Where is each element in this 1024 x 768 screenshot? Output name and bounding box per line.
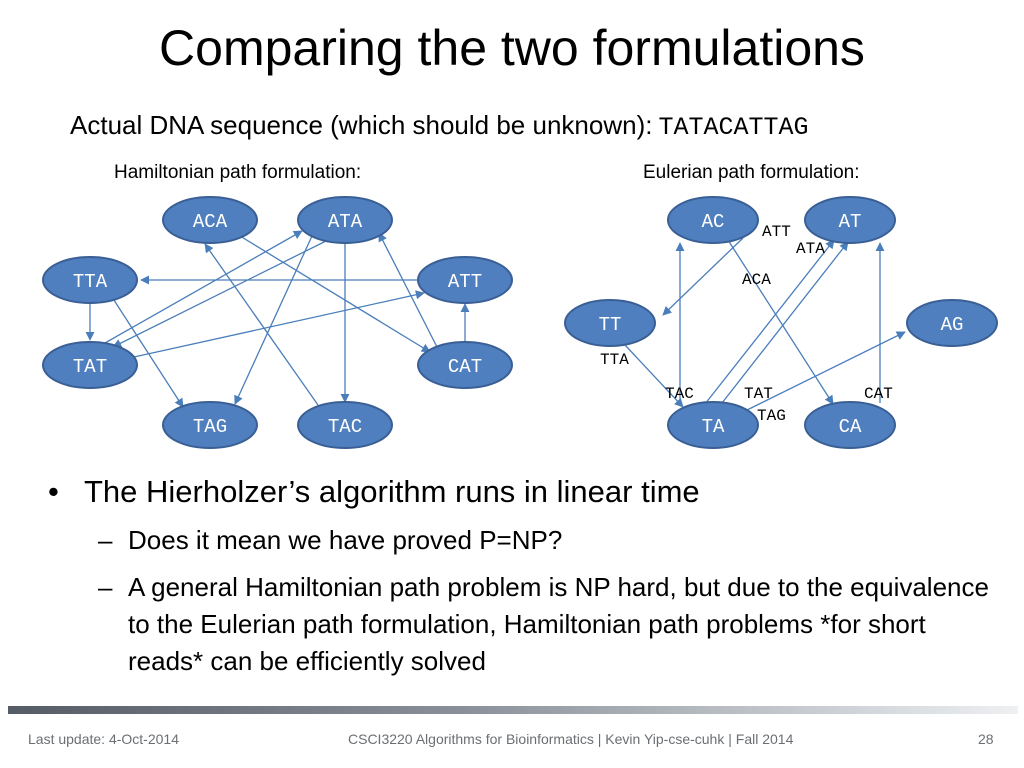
node-label: AT [839, 211, 862, 233]
bullet-main: • The Hierholzer’s algorithm runs in lin… [48, 472, 1008, 512]
edge-ata [704, 239, 835, 405]
edge-label-tta: TTA [600, 351, 629, 369]
slide-title: Comparing the two formulations [159, 20, 865, 76]
hamiltonian-node-cat: CAT [417, 341, 513, 389]
hamiltonian-node-aca: ACA [162, 196, 258, 244]
eulerian-edges [624, 237, 906, 413]
eulerian-node-ta: TA [667, 401, 759, 449]
sub-bullet-dash: – [98, 525, 113, 555]
edge-label-aca: ACA [742, 271, 771, 289]
hamiltonian-node-tta: TTA [42, 256, 138, 304]
node-label: AG [941, 314, 964, 336]
dna-sequence-line: Actual DNA sequence (which should be unk… [70, 110, 808, 142]
hamiltonian-edges [85, 230, 470, 408]
edge-aca [727, 239, 834, 405]
edge-label-att: ATT [762, 223, 791, 241]
sub-bullet-2-text: A general Hamiltonian path problem is NP… [128, 572, 989, 676]
edge-label-tat: TAT [744, 385, 773, 403]
eulerian-node-ca: CA [804, 401, 896, 449]
edge-label-tac: TAC [665, 385, 694, 403]
edge-label-cat: CAT [864, 385, 893, 403]
node-label: TAT [73, 356, 107, 378]
footer-course-info: CSCI3220 Algorithms for Bioinformatics |… [348, 731, 794, 747]
edge-aca-cat [239, 235, 431, 353]
hamiltonian-node-ata: ATA [297, 196, 393, 244]
dna-sequence-value: TATACATTAG [658, 113, 809, 142]
edge-ata-tag [234, 235, 313, 405]
bullet-main-text: The Hierholzer’s algorithm runs in linea… [84, 474, 700, 509]
node-label: TTA [73, 271, 108, 293]
edge-label-tag: TAG [757, 407, 786, 425]
hamiltonian-node-tag: TAG [162, 401, 258, 449]
edge-tta [624, 344, 684, 408]
edge-cat-ata [378, 232, 438, 348]
sub-bullet-2: – A general Hamiltonian path problem is … [48, 569, 1008, 680]
node-label: ATA [328, 211, 363, 233]
node-label: TAC [328, 416, 362, 438]
node-label: ACA [193, 211, 228, 233]
edge-tat-att [133, 290, 425, 358]
footer-divider-bar [8, 706, 1018, 714]
node-label: TAG [193, 416, 227, 438]
sub-bullet-1-text: Does it mean we have proved P=NP? [128, 525, 563, 555]
bullet-dot: • [48, 474, 59, 509]
sub-bullet-1: – Does it mean we have proved P=NP? [48, 522, 1008, 559]
sub-bullet-dash: – [98, 572, 113, 602]
node-label: ATT [448, 271, 482, 293]
eulerian-node-ag: AG [906, 299, 998, 347]
eulerian-node-ac: AC [667, 196, 759, 244]
edge-tat-ata [104, 230, 303, 344]
node-label: TA [702, 416, 725, 438]
edge-ata-tat [112, 238, 331, 348]
node-label: TT [599, 314, 622, 336]
eulerian-node-at: AT [804, 196, 896, 244]
node-label: CAT [448, 356, 482, 378]
edge-label-ata: ATA [796, 240, 825, 258]
edge-tat [721, 241, 849, 404]
eulerian-edge-labels: ATT ATA ACA TTA TAC TAT CAT TAG [600, 223, 893, 425]
dna-sequence-label: Actual DNA sequence (which should be unk… [70, 110, 653, 140]
edge-tac-aca [204, 243, 319, 406]
hamiltonian-node-tac: TAC [297, 401, 393, 449]
edge-at [662, 237, 744, 316]
eulerian-node-tt: TT [564, 299, 656, 347]
hamiltonian-node-tat: TAT [42, 341, 138, 389]
hamiltonian-caption: Hamiltonian path formulation: [114, 162, 362, 183]
eulerian-caption: Eulerian path formulation: [643, 162, 860, 183]
hamiltonian-node-att: ATT [417, 256, 513, 304]
edge-tta-tag [111, 296, 184, 408]
footer-page-number: 28 [978, 731, 994, 747]
bullet-list: • The Hierholzer’s algorithm runs in lin… [48, 472, 1008, 680]
node-label: AC [702, 211, 725, 233]
node-label: CA [839, 416, 862, 438]
footer-last-update: Last update: 4-Oct-2014 [28, 731, 179, 747]
edge-tag [742, 331, 906, 413]
